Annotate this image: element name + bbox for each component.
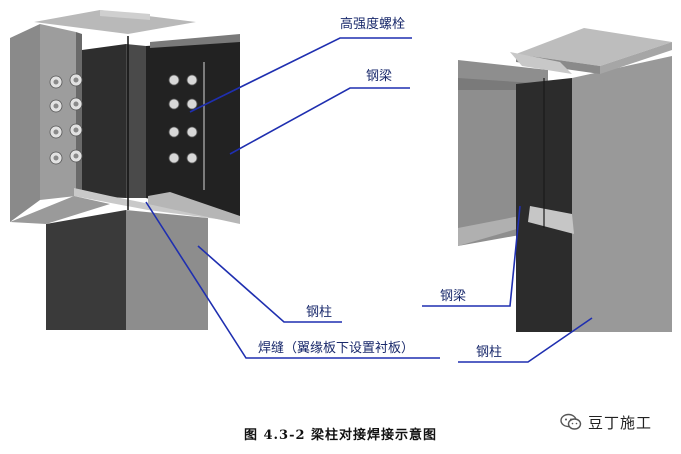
left-assembly <box>10 10 240 330</box>
leader-column-left <box>197 245 342 323</box>
label-column-left: 钢柱 <box>306 305 332 320</box>
wechat-logo-icon <box>560 413 582 430</box>
left-column-front <box>46 210 126 330</box>
right-bottom-flange <box>528 206 574 234</box>
leader-weld <box>145 201 440 359</box>
left-column-top <box>34 10 196 34</box>
label-beam-right: 钢梁 <box>440 289 466 304</box>
leader-column-right <box>458 317 593 363</box>
watermark: 豆丁施工 <box>560 409 675 435</box>
leader-lines <box>145 37 593 363</box>
label-bolt: 高强度螺栓 <box>340 16 405 32</box>
bolt-group-right <box>168 74 198 164</box>
label-column-right: 钢柱 <box>476 345 502 360</box>
right-column-side <box>572 56 672 332</box>
label-beam-top: 钢梁 <box>366 69 392 84</box>
right-column-top <box>516 28 672 66</box>
left-end-plate <box>10 24 40 222</box>
leader-beam-top <box>229 87 410 155</box>
watermark-text: 豆丁施工 <box>588 413 653 432</box>
left-beam-web <box>82 44 126 198</box>
right-assembly <box>458 28 672 332</box>
figure-caption: 图 4.3-2 梁柱对接焊接示意图 <box>243 428 438 443</box>
label-weld: 焊缝（翼缘板下设置衬板） <box>258 340 414 356</box>
leader-bolt <box>189 37 412 113</box>
leader-beam-right <box>422 205 521 307</box>
left-column-side <box>126 210 208 330</box>
right-top-flange <box>510 52 572 74</box>
